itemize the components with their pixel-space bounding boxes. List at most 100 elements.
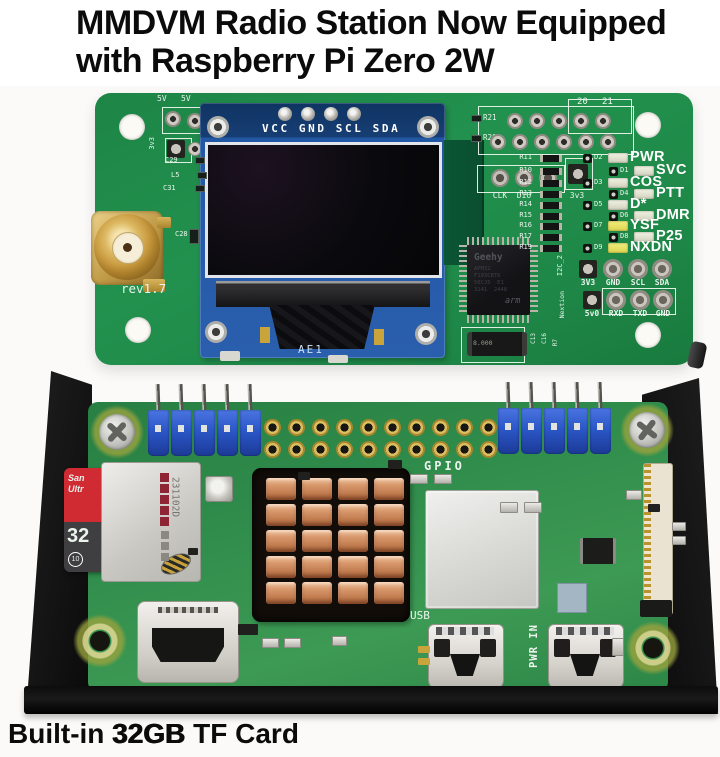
silkscreen-box <box>565 158 593 190</box>
led-resistor <box>540 234 562 241</box>
mcu-brand: Geehy <box>474 252 503 263</box>
led-label: PWR <box>630 149 665 165</box>
sma-center-pin <box>123 243 132 252</box>
header-pin <box>155 383 161 413</box>
via-pad <box>609 212 618 221</box>
oled-driver-strip <box>216 281 430 307</box>
prog-pad <box>491 169 509 187</box>
via-pad <box>583 201 592 210</box>
gpio-header-segment <box>544 408 565 454</box>
gpio-hole <box>288 441 305 458</box>
gpio-hole <box>408 441 425 458</box>
sd-card-slot: 231102D <box>101 462 201 582</box>
mcu-line: 50CJ5 E1 <box>474 280 504 286</box>
smd-component <box>189 229 199 244</box>
header-contact <box>597 423 603 430</box>
board-revision-label: rev1.7 <box>121 281 167 296</box>
led-diode-ref: D8 <box>620 232 629 240</box>
solder-pad <box>167 140 185 158</box>
ribbon-contact <box>260 327 270 343</box>
smd-component <box>500 502 518 513</box>
sd-speed-class: 10 <box>68 552 83 567</box>
gpio-header-segment <box>567 408 588 454</box>
gpio-hole <box>336 441 353 458</box>
solder-pin <box>600 134 616 150</box>
mounting-hole <box>119 114 145 140</box>
led-diode-ref: D2 <box>594 153 603 161</box>
nextion-pin-label: GND <box>655 309 671 318</box>
smd-component <box>612 638 624 656</box>
pi-zero-board: GPIO San Ultr 32 10 231102D USB PWR IN <box>64 381 686 692</box>
header-contact <box>574 423 580 430</box>
i2c-side-label: I2C_2 <box>556 255 564 277</box>
oled-display-module: VCC GND SCL SDA AE1 <box>200 103 445 358</box>
gpio-label: GPIO <box>424 459 465 473</box>
led-resistor <box>540 223 562 230</box>
pin-number: 20 <box>577 97 588 107</box>
nextion-pad <box>630 290 650 310</box>
heatsink-fin <box>374 582 404 604</box>
cap-ref: C28 <box>175 230 188 238</box>
gpio-hole <box>480 441 497 458</box>
silkscreen-box <box>478 106 634 155</box>
via-pad <box>609 167 618 176</box>
nextion-pin-label: RXD <box>608 309 624 318</box>
usb-anchor <box>480 639 496 657</box>
led-resistor-ref: R14 <box>519 200 532 208</box>
led-resistor-ref: R15 <box>519 211 532 219</box>
via-pad <box>609 233 618 242</box>
ribbon-contact <box>374 329 384 345</box>
silkscreen-box <box>602 288 676 315</box>
gpio-header-segment <box>148 410 169 456</box>
gpio-hole <box>360 441 377 458</box>
heatsink-fin <box>374 530 404 552</box>
header-contact <box>224 425 230 432</box>
smd-component <box>672 522 686 531</box>
i2c-pin-label: SCL <box>630 278 646 287</box>
solder-pin <box>529 113 545 129</box>
solder-pin <box>556 134 572 150</box>
test-pad <box>418 658 430 665</box>
resistor-ref: R7 <box>552 339 559 347</box>
gpio-hole <box>288 419 305 436</box>
led-diode-ref: D3 <box>594 178 603 186</box>
led-label: NXDN <box>630 239 673 255</box>
5v-pad-label: 5V <box>181 94 191 103</box>
header-pin <box>597 381 603 411</box>
usb-contacts <box>436 627 494 635</box>
heatsink-fin <box>374 556 404 578</box>
mcu-pins <box>530 245 538 315</box>
mcu-pins <box>467 315 530 323</box>
hdmi-contacts <box>158 607 218 613</box>
via-pad <box>583 154 592 163</box>
camera-connector-latch <box>640 600 672 617</box>
via-pad <box>583 222 592 231</box>
mmdvm-hat-board: rev1.7 5V 5V 3v3 C29 L5 C31 C28 VCC GND … <box>91 93 693 365</box>
header-contact <box>178 425 184 432</box>
cap-ref: C29 <box>165 156 178 164</box>
status-led <box>634 166 654 176</box>
oled-mounting-hole <box>207 116 229 138</box>
heatsink-fin <box>266 582 296 604</box>
via-pad <box>583 179 592 188</box>
solder-pin <box>534 134 550 150</box>
solder-pad <box>187 113 203 129</box>
led-resistor <box>540 168 562 175</box>
smd-component <box>284 638 301 648</box>
nextion-pin-label: 5v0 <box>584 309 600 318</box>
oled-header-pin <box>347 107 361 121</box>
smd-component <box>626 490 642 500</box>
gpio-header-segment <box>590 408 611 454</box>
cap-ref: C13 <box>530 333 537 344</box>
gpio-hole <box>456 441 473 458</box>
smd-component <box>195 185 205 192</box>
slot-detent <box>160 473 169 482</box>
header-pin <box>574 381 580 411</box>
pin-number: 21 <box>602 97 613 107</box>
prog-pad-label: CLK <box>492 191 508 200</box>
smd-component <box>188 548 198 555</box>
status-led <box>608 221 628 231</box>
mounting-hole <box>125 317 151 343</box>
smd-component <box>471 135 482 142</box>
3v3-pad-label: 3v3 <box>148 137 156 150</box>
